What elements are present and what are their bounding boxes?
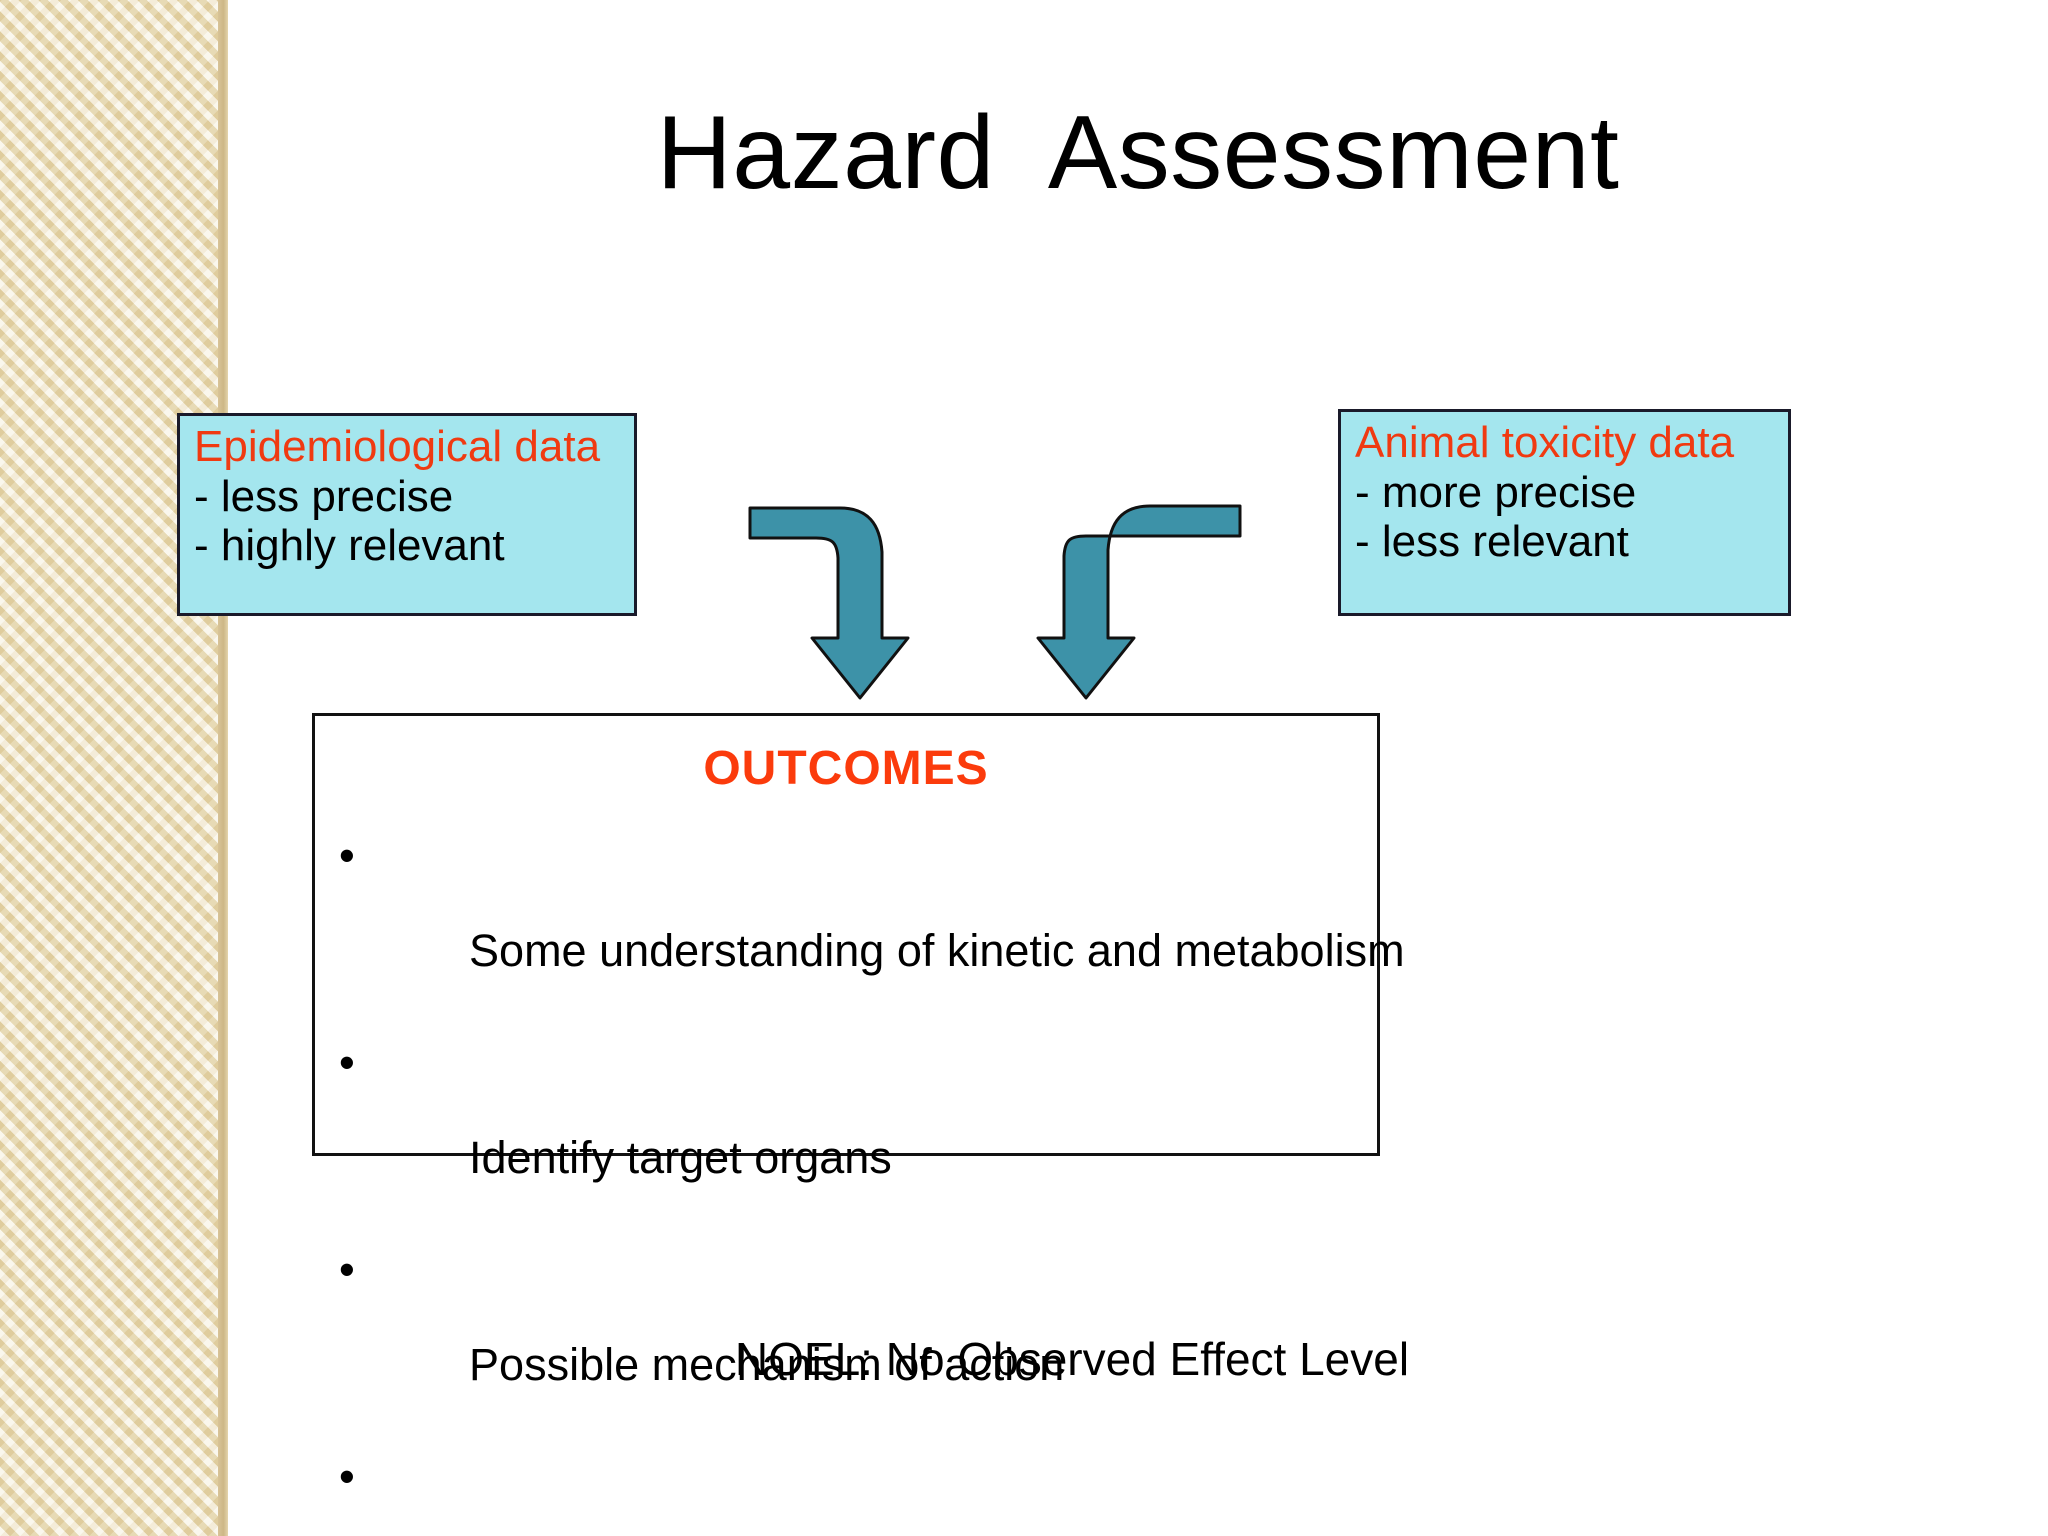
list-item-label: Identify target organs [469,1131,892,1183]
left-curved-arrow-icon [748,506,910,700]
list-item: • Dose-response relationship [327,1453,1377,1536]
list-item: • Identify target organs [327,1039,1377,1228]
page-title: Hazard Assessment [656,95,1620,211]
epidemiological-data-box: Epidemiological data - less precise - hi… [177,413,637,616]
outcomes-box: OUTCOMES • Some understanding of kinetic… [312,713,1405,1500]
epidemiological-line-1: - less precise [194,471,454,521]
right-curved-arrow-icon [1036,504,1242,700]
epidemiological-heading: Epidemiological data [194,422,601,471]
arrow-group [748,504,1242,700]
list-item: • Possible mechanism of action [327,1246,1377,1435]
outcomes-list: • Some understanding of kinetic and meta… [315,830,1405,1536]
animal-toxicity-heading: Animal toxicity data [1355,418,1735,467]
epidemiological-line-2: - highly relevant [194,521,505,571]
bullet-icon: • [339,1037,355,1088]
bullet-icon: • [339,830,355,881]
bullet-icon: • [339,1451,355,1502]
list-item-label: Some understanding of kinetic and metabo… [469,924,1405,976]
bullet-icon: • [339,1244,355,1295]
animal-toxicity-line-2: - less relevant [1355,517,1629,567]
animal-toxicity-data-box: Animal toxicity data - more precise - le… [1338,409,1791,616]
sidebar-edge-stripe [218,0,228,1536]
outcomes-title: OUTCOMES [703,742,989,795]
list-item-label: Possible mechanism of action [469,1338,1065,1390]
animal-toxicity-line-1: - more precise [1355,467,1637,517]
list-item: • Some understanding of kinetic and meta… [327,830,1405,1021]
footnote-noel-definition: NOEL: No Observed Effect Level [734,1333,1410,1385]
decorative-sidebar-band [0,0,218,1536]
